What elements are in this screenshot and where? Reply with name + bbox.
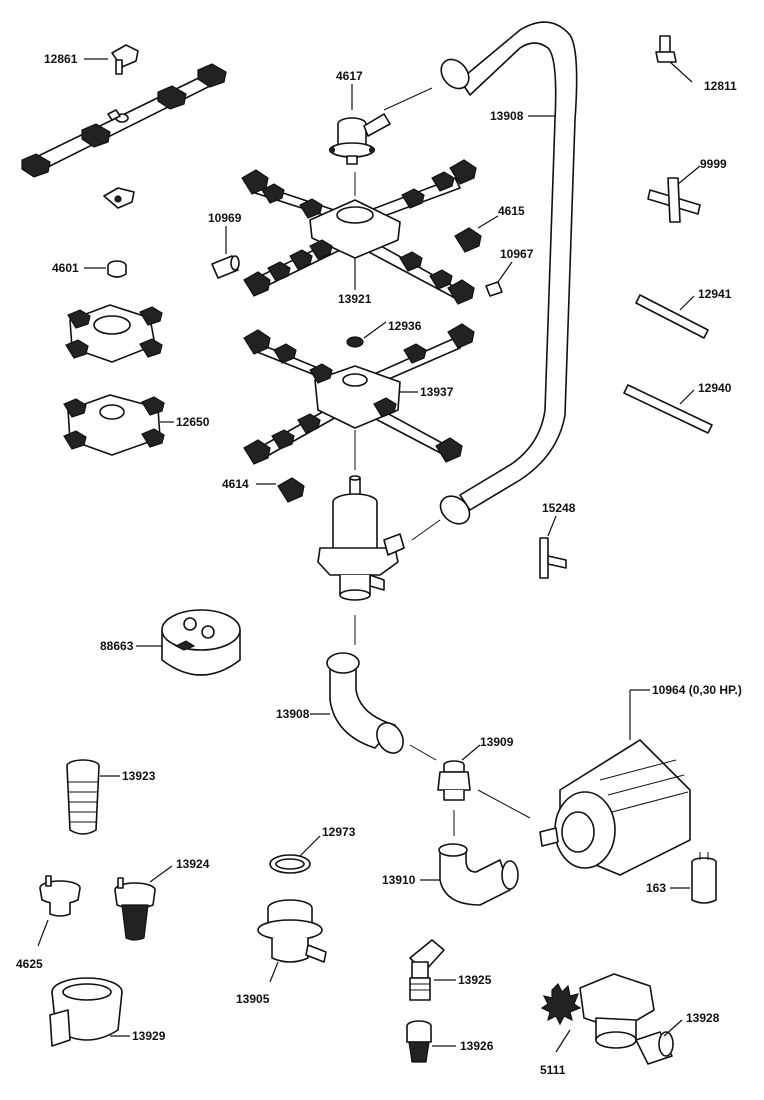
label-13905: 13905 — [236, 992, 270, 1006]
label-4615: 4615 — [498, 204, 525, 218]
part-13928-sleeve — [635, 1031, 674, 1065]
part-13926-fitting — [406, 1020, 432, 1063]
part-15248-tee — [539, 537, 567, 579]
label-13923: 13923 — [122, 769, 156, 783]
label-13910: 13910 — [382, 873, 416, 887]
part-13908-elbow-hose — [326, 652, 404, 754]
part-4625-strainer — [39, 875, 81, 917]
part-4601-bushing — [107, 260, 127, 278]
part-12861-manifold — [21, 44, 227, 209]
label-13925: 13925 — [458, 973, 492, 987]
part-13910-elbow — [438, 843, 519, 906]
part-13909-nipple — [437, 760, 471, 801]
label-4617: 4617 — [336, 69, 363, 83]
label-13924: 13924 — [176, 857, 210, 871]
label-9999: 9999 — [700, 157, 727, 171]
part-13925-fitting — [409, 939, 445, 1001]
label-4614: 4614 — [222, 477, 249, 491]
label-12940: 12940 — [698, 381, 732, 395]
label-163: 163 — [646, 881, 666, 895]
label-13929: 13929 — [132, 1029, 166, 1043]
part-10967-plug — [485, 281, 503, 297]
part-13924-strainer — [114, 877, 156, 941]
part-13923-filter — [66, 759, 100, 835]
part-9999-cross-fitting — [647, 177, 701, 223]
label-15248: 15248 — [542, 501, 576, 515]
label-12861: 12861 — [44, 52, 78, 66]
label-13921: 13921 — [338, 292, 372, 306]
label-13909: 13909 — [480, 735, 514, 749]
part-13929-sump — [49, 977, 123, 1047]
label-12811: 12811 — [704, 79, 737, 93]
part-13908-hose-top — [439, 21, 578, 525]
label-13908-top: 13908 — [490, 109, 524, 123]
label-88663: 88663 — [100, 639, 134, 653]
part-4614-clip — [277, 477, 305, 503]
label-13908-bottom: 13908 — [276, 707, 310, 721]
label-10969: 10969 — [208, 211, 242, 225]
part-10964-motor — [539, 739, 691, 876]
part-88663-disc — [161, 609, 241, 676]
part-12811-nozzle — [655, 35, 677, 63]
part-12973-gasket — [269, 854, 311, 874]
label-5111: 5111 — [540, 1063, 566, 1077]
part-163-capacitor — [691, 852, 717, 904]
part-4617-coupling — [328, 113, 391, 165]
part-12936-cap — [346, 336, 364, 348]
label-13926: 13926 — [460, 1039, 494, 1053]
part-4615-clip — [454, 227, 482, 253]
label-4601: 4601 — [52, 261, 79, 275]
label-4625: 4625 — [16, 957, 43, 971]
part-5111-drain-pump — [540, 973, 655, 1049]
label-13937: 13937 — [420, 385, 454, 399]
label-12941: 12941 — [698, 287, 732, 301]
part-13921-spray-arm — [241, 159, 477, 305]
label-10967: 10967 — [500, 247, 534, 261]
part-12650-hub — [63, 394, 165, 456]
part-pump-housing — [317, 475, 405, 601]
part-hub-upper-left — [65, 304, 163, 363]
part-10969-plug — [211, 255, 240, 279]
part-13937-spray-arm — [243, 323, 475, 465]
label-12936: 12936 — [388, 319, 422, 333]
part-12941-rod — [635, 294, 709, 339]
label-13928: 13928 — [686, 1011, 720, 1025]
label-12650: 12650 — [176, 415, 210, 429]
part-13905-housing — [257, 899, 327, 963]
label-12973: 12973 — [322, 825, 356, 839]
part-12940-rod — [623, 384, 713, 434]
label-10964: 10964 (0,30 HP.) — [652, 683, 742, 697]
